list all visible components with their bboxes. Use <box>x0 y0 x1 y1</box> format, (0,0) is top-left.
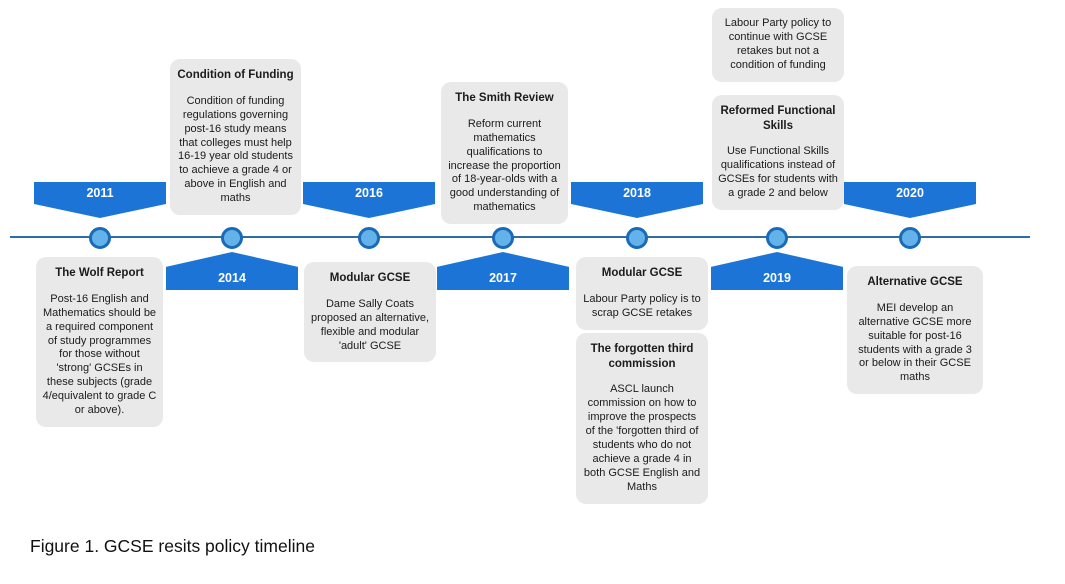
event-body: Labour Party policy is to scrap GCSE ret… <box>583 292 701 319</box>
event-title: The Smith Review <box>455 92 554 104</box>
timeline-node-2014 <box>221 227 243 249</box>
event-box-alternative-gcse: Alternative GCSE MEI develop an alternat… <box>847 266 983 395</box>
year-banner-2017: 2017 <box>437 252 569 290</box>
event-body: Reform current mathematics qualification… <box>448 117 561 214</box>
event-title: Reformed Functional Skills <box>720 105 836 132</box>
event-box-smith-review: The Smith Review Reform current mathemat… <box>441 82 568 225</box>
event-body: Dame Sally Coats proposed an alternative… <box>310 297 430 352</box>
event-body: ASCL launch commission on how to improve… <box>583 383 701 493</box>
event-box-modular-gcse-2016: Modular GCSE Dame Sally Coats proposed a… <box>304 262 436 363</box>
timeline-node-2011 <box>89 227 111 249</box>
event-body: Labour Party policy to continue with GCS… <box>724 17 832 71</box>
event-box-wolf-report: The Wolf Report Post-16 English and Math… <box>36 257 163 428</box>
event-title: The forgotten third commission <box>590 343 694 370</box>
event-body: Condition of funding regulations governi… <box>178 94 293 205</box>
timeline-node-2016 <box>358 227 380 249</box>
timeline-node-2019 <box>766 227 788 249</box>
event-body: MEI develop an alternative GCSE more sui… <box>858 301 972 384</box>
timeline-node-2018 <box>626 227 648 249</box>
year-banner-2018: 2018 <box>571 182 703 218</box>
event-title: Modular GCSE <box>601 267 683 279</box>
event-title: The Wolf Report <box>55 267 144 279</box>
event-box-labour-policy-2019: Labour Party policy to continue with GCS… <box>712 8 844 82</box>
event-title: Condition of Funding <box>177 69 294 81</box>
timeline-node-2020 <box>899 227 921 249</box>
event-body: Use Functional Skills qualifications ins… <box>718 145 838 200</box>
timeline-axis <box>10 236 1030 238</box>
figure-caption: Figure 1. GCSE resits policy timeline <box>30 536 315 556</box>
event-body: Post-16 English and Mathematics should b… <box>42 292 157 417</box>
year-banner-2016: 2016 <box>303 182 435 218</box>
timeline-node-2017 <box>492 227 514 249</box>
event-box-reformed-functional-skills: Reformed Functional Skills Use Functiona… <box>712 95 844 211</box>
event-box-condition-of-funding: Condition of Funding Condition of fundin… <box>170 59 301 216</box>
year-banner-2011: 2011 <box>34 182 166 218</box>
event-box-forgotten-third-commission: The forgotten third commission ASCL laun… <box>576 333 708 504</box>
event-box-modular-gcse-2018: Modular GCSE Labour Party policy is to s… <box>576 257 708 330</box>
year-banner-2020: 2020 <box>844 182 976 218</box>
event-title: Modular GCSE <box>329 272 411 284</box>
year-banner-2014: 2014 <box>166 252 298 290</box>
year-banner-2019: 2019 <box>711 252 843 290</box>
event-title: Alternative GCSE <box>867 276 963 288</box>
